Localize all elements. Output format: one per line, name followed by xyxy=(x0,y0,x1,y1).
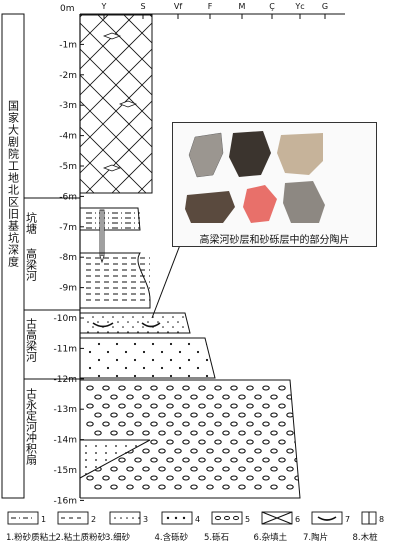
sherd-photo-2 xyxy=(229,131,271,177)
depth-tick-label: -2m xyxy=(59,71,77,81)
legend-label: 6.杂填土 xyxy=(254,532,288,543)
sherd-photo-5 xyxy=(243,185,277,223)
wood-stake xyxy=(99,209,105,264)
depth-tick-label: -8m xyxy=(59,253,77,263)
legend-label: 8.木桩 xyxy=(353,532,379,543)
depth-ticks: -1m -2m -3m -4m -5m -6m -7m -8m -9m -10m -11m -12m -… xyxy=(54,40,84,506)
sherd-symbol-2 xyxy=(141,322,161,328)
left-column-label: 国家大剧院工地北区旧基坑深度 xyxy=(7,100,20,268)
legend-number: 2 xyxy=(91,515,96,524)
depth-tick-label: -9m xyxy=(59,284,77,294)
grain-label: F xyxy=(208,2,213,11)
legend-label: 4.含砾砂 xyxy=(155,532,189,543)
grain-label: M xyxy=(239,2,246,11)
depth-tick-label: -12m xyxy=(54,375,77,385)
legend-label: 1.粉砂质粘土 xyxy=(6,532,57,543)
depth-tick-label: -11m xyxy=(54,344,77,354)
legend-number: 3 xyxy=(143,515,148,524)
sherd-photo-3 xyxy=(277,133,323,175)
sherd-photo-1 xyxy=(188,132,224,178)
depth-tick-label: -16m xyxy=(54,496,77,506)
legend-label: 2.粘土质粉砂 xyxy=(56,532,107,543)
depth-tick-label: -5m xyxy=(59,162,77,172)
depth-tick-label: -4m xyxy=(59,132,77,142)
layer-gravel xyxy=(80,379,301,499)
grain-label: G xyxy=(322,2,328,11)
ancient-gaolianghe-label: 古高梁河 xyxy=(25,318,38,362)
ancient-yongding-label: 古永定河冲积扇 xyxy=(25,388,38,466)
photo-caption: 高梁河砂层和砂砾层中的部分陶片 xyxy=(199,235,350,246)
legend-number: 4 xyxy=(195,515,200,524)
depth-tick-label: -3m xyxy=(59,101,77,111)
legend-number: 6 xyxy=(295,515,300,524)
sherd-photo-4 xyxy=(185,191,235,223)
depth-tick-label: -10m xyxy=(54,314,77,324)
sand-lens xyxy=(79,439,151,479)
sherd-symbol-1 xyxy=(92,322,114,328)
pottery-photo-panel: 高梁河砂层和砂砾层中的部分陶片 xyxy=(172,122,377,247)
grain-label: Yc xyxy=(294,2,304,11)
grain-label: Ç xyxy=(269,2,275,11)
depth-tick-label: -1m xyxy=(59,40,77,50)
depth-zero-label: 0m xyxy=(60,4,75,14)
depth-tick-label: -14m xyxy=(54,436,77,446)
sherd-photo-6 xyxy=(283,181,325,223)
legend-number: 8 xyxy=(379,515,384,524)
gaolianghe-label: 高梁河 xyxy=(25,247,38,281)
layer-fill-soil xyxy=(79,14,153,194)
legend-number: 1 xyxy=(41,515,46,524)
legend-number: 7 xyxy=(345,515,350,524)
layer-fine-sand xyxy=(80,312,191,334)
legend-swatch xyxy=(109,511,141,525)
legend-label: 3.细砂 xyxy=(105,532,131,543)
layer-pit-silty-clay xyxy=(80,207,141,231)
depth-tick-label: -13m xyxy=(54,405,77,415)
legend-swatch xyxy=(211,511,243,525)
depth-tick-label: -15m xyxy=(54,466,77,476)
legend-swatch xyxy=(311,511,343,525)
grain-label: S xyxy=(140,2,145,11)
layer-gaolianghe-clayey-silt xyxy=(80,252,151,309)
grain-label: Vf xyxy=(174,2,182,11)
depth-tick-label: -7m xyxy=(59,223,77,233)
grain-size-columns: Y S Vf F M Ç Yc G xyxy=(101,2,328,19)
legend-number: 5 xyxy=(245,515,250,524)
layer-pebbly-sand xyxy=(80,337,216,379)
leader-line xyxy=(151,244,181,319)
legend-label: 7.陶片 xyxy=(303,532,328,543)
depth-tick-label: -6m xyxy=(59,192,77,202)
grain-label: Y xyxy=(101,2,107,11)
legend-label: 5.砾石 xyxy=(204,532,229,543)
pit-label: 坑塘 xyxy=(25,211,38,235)
